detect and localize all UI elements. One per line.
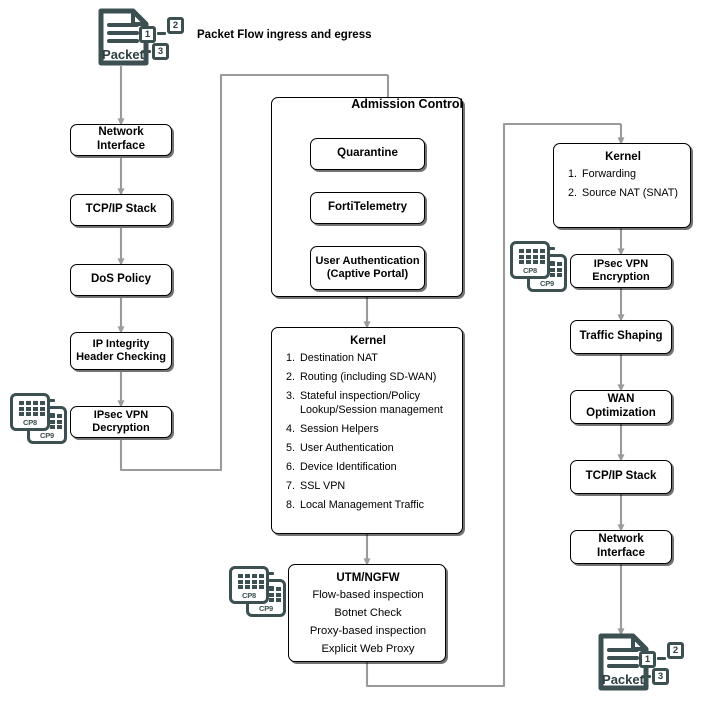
- step-wan-optimization[interactable]: WAN Optimization: [570, 390, 672, 424]
- chip-group-cp8-cp9-utm: CP9 CP8: [229, 566, 289, 618]
- step-fortitelemetry[interactable]: FortiTelemetry: [310, 192, 425, 224]
- chip-cp8-label: CP8: [523, 266, 537, 275]
- packet-connector-3: [642, 675, 651, 678]
- chip-group-cp8-cp9-encryption: CP9 CP8: [510, 241, 570, 293]
- chip-pins-icon: [48, 399, 55, 423]
- list-item: SSL VPN: [298, 480, 454, 493]
- packet-badge-2: 2: [167, 17, 184, 34]
- utm-ngfw-panel: UTM/NGFW Flow-based inspection Botnet Ch…: [288, 564, 446, 662]
- packet-badge-3: 3: [652, 668, 669, 685]
- step-ip-integrity-header-checking[interactable]: IP Integrity Header Checking: [70, 332, 172, 370]
- packet-badge-3: 3: [152, 43, 169, 60]
- kernel-ingress-list: Destination NAT Routing (including SD-WA…: [282, 352, 454, 513]
- diagram-title: Packet Flow ingress and egress: [197, 29, 372, 41]
- packet-icon-ingress: Packet 1 2 3: [97, 8, 199, 70]
- chip-pins-icon: [548, 247, 555, 271]
- packet-connector-3: [142, 50, 151, 53]
- list-item: Explicit Web Proxy: [321, 643, 415, 655]
- list-item: Source NAT (SNAT): [580, 187, 682, 200]
- list-item: Destination NAT: [298, 352, 454, 365]
- packet-badge-1: 1: [639, 651, 656, 668]
- chip-group-cp8-cp9-decryption: CP9 CP8: [10, 393, 70, 445]
- list-item: User Authentication: [298, 442, 454, 455]
- admission-control-title: Admission Control: [271, 97, 463, 112]
- chip-cp8: CP8: [510, 241, 550, 279]
- list-item: Local Management Traffic: [298, 499, 454, 512]
- step-network-interface-ingress[interactable]: Network Interface: [70, 124, 172, 156]
- packet-label-ingress: Packet: [102, 47, 145, 62]
- step-ipsec-vpn-encryption[interactable]: IPsec VPN Encryption: [570, 254, 672, 288]
- chip-cp9-label: CP9: [540, 279, 554, 288]
- list-item: Stateful inspection/Policy Lookup/Sessio…: [298, 390, 454, 416]
- step-traffic-shaping[interactable]: Traffic Shaping: [570, 320, 672, 354]
- packet-connector-1-2: [657, 657, 666, 660]
- packet-label-egress: Packet: [602, 672, 645, 687]
- list-item: Proxy-based inspection: [309, 625, 427, 637]
- list-item: Session Helpers: [298, 423, 454, 436]
- step-tcpip-stack-egress[interactable]: TCP/IP Stack: [570, 460, 672, 494]
- step-tcpip-stack-ingress[interactable]: TCP/IP Stack: [70, 194, 172, 226]
- kernel-egress-list: Forwarding Source NAT (SNAT): [564, 168, 682, 200]
- step-quarantine[interactable]: Quarantine: [310, 138, 425, 170]
- chip-cp9-label: CP9: [40, 431, 54, 440]
- chip-cp8: CP8: [10, 393, 50, 431]
- list-item: Routing (including SD-WAN): [298, 371, 454, 384]
- chip-pins-icon: [267, 572, 274, 596]
- admission-control-title-text: Admission Control: [351, 97, 463, 111]
- packet-badge-1: 1: [139, 26, 156, 43]
- chip-grid-icon: [238, 574, 264, 589]
- step-dos-policy[interactable]: DoS Policy: [70, 264, 172, 296]
- step-user-authentication-captive-portal[interactable]: User Authentication (Captive Portal): [310, 246, 425, 290]
- chip-cp8: CP8: [229, 566, 269, 604]
- step-network-interface-egress[interactable]: Network Interface: [570, 530, 672, 564]
- list-item: Device Identification: [298, 461, 454, 474]
- utm-ngfw-list: Flow-based inspection Botnet Check Proxy…: [299, 589, 437, 655]
- list-item: Botnet Check: [334, 607, 402, 619]
- list-item: Forwarding: [580, 168, 682, 181]
- kernel-ingress-panel: Kernel Destination NAT Routing (includin…: [271, 327, 463, 534]
- kernel-egress-title: Kernel: [605, 151, 641, 163]
- step-ipsec-vpn-decryption[interactable]: IPsec VPN Decryption: [70, 406, 172, 438]
- packet-icon-egress: Packet 1 2 3: [597, 633, 699, 695]
- chip-cp8-label: CP8: [242, 591, 256, 600]
- chip-grid-icon: [19, 401, 45, 416]
- chip-cp8-label: CP8: [23, 418, 37, 427]
- packet-document-icon: Packet: [98, 8, 149, 66]
- list-item: Flow-based inspection: [312, 589, 424, 601]
- packet-connector-1-2: [157, 32, 166, 35]
- packet-badge-2: 2: [667, 642, 684, 659]
- utm-ngfw-title: UTM/NGFW: [336, 572, 400, 584]
- kernel-ingress-title: Kernel: [350, 335, 386, 347]
- chip-cp9-label: CP9: [259, 604, 273, 613]
- chip-grid-icon: [519, 249, 545, 264]
- kernel-egress-panel: Kernel Forwarding Source NAT (SNAT): [553, 143, 691, 228]
